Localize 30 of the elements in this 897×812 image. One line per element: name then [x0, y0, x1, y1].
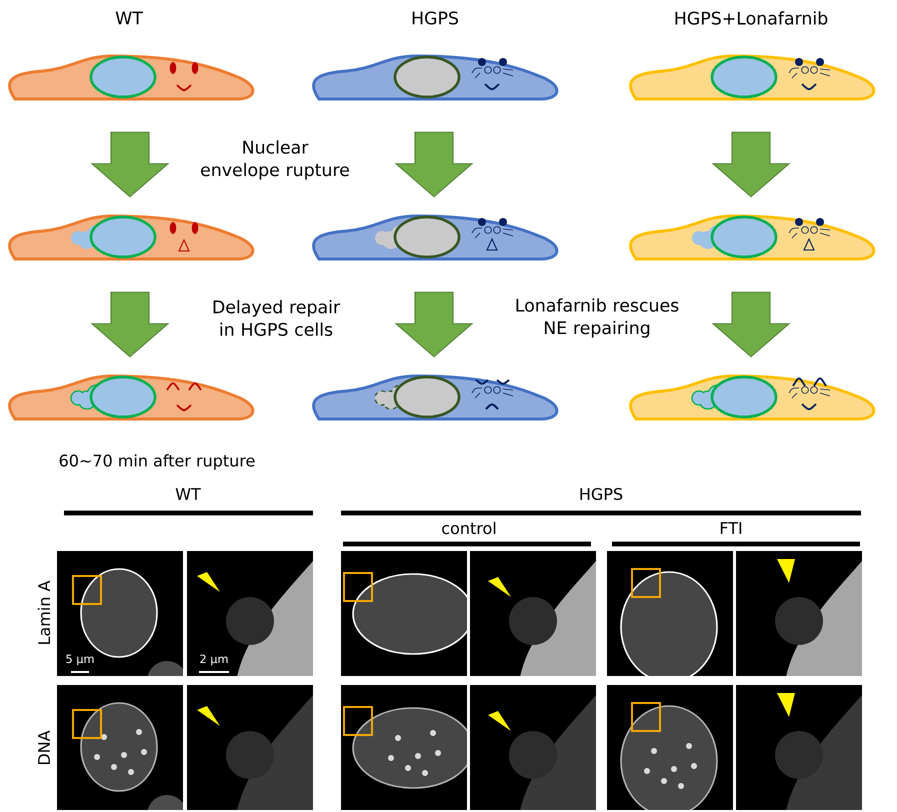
- cell-drawing: [312, 214, 558, 260]
- cell-drawing: [8, 214, 254, 260]
- caption-text: HGPS: [412, 11, 458, 25]
- block-arrow: [394, 132, 474, 198]
- block-arrow: [712, 132, 790, 198]
- caption-text: 2 µm: [200, 654, 228, 666]
- block-arrow: [90, 292, 170, 358]
- caption-text: FTI: [720, 522, 742, 534]
- caption-text: 60~70 min after rupture: [60, 454, 255, 470]
- caption-text: 5 µm: [66, 654, 94, 666]
- cell-drawing: [312, 374, 558, 420]
- cell-drawing: [629, 374, 876, 420]
- caption-text: control: [442, 522, 496, 534]
- cell-drawing: [312, 54, 558, 100]
- cell-drawing: [8, 374, 254, 420]
- caption-text: Nuclear envelope rupture: [201, 140, 349, 180]
- block-arrow: [394, 292, 474, 358]
- caption-text: HGPS+Lonafarnib: [676, 11, 828, 25]
- caption-text: WT: [176, 488, 201, 500]
- caption-text: HGPS: [580, 488, 622, 500]
- cell-drawing: [629, 54, 876, 100]
- caption-text: Lamin A: [38, 580, 50, 644]
- caption-text: Delayed repair in HGPS cells: [214, 300, 340, 336]
- cell-drawing: [8, 54, 254, 100]
- caption-text: WT: [116, 12, 143, 24]
- block-arrow: [90, 132, 170, 198]
- caption-text: DNA: [38, 730, 50, 764]
- block-arrow: [712, 292, 790, 358]
- caption-text: Lonafarnib rescues NE repairing: [516, 298, 678, 338]
- cell-drawing: [629, 214, 876, 260]
